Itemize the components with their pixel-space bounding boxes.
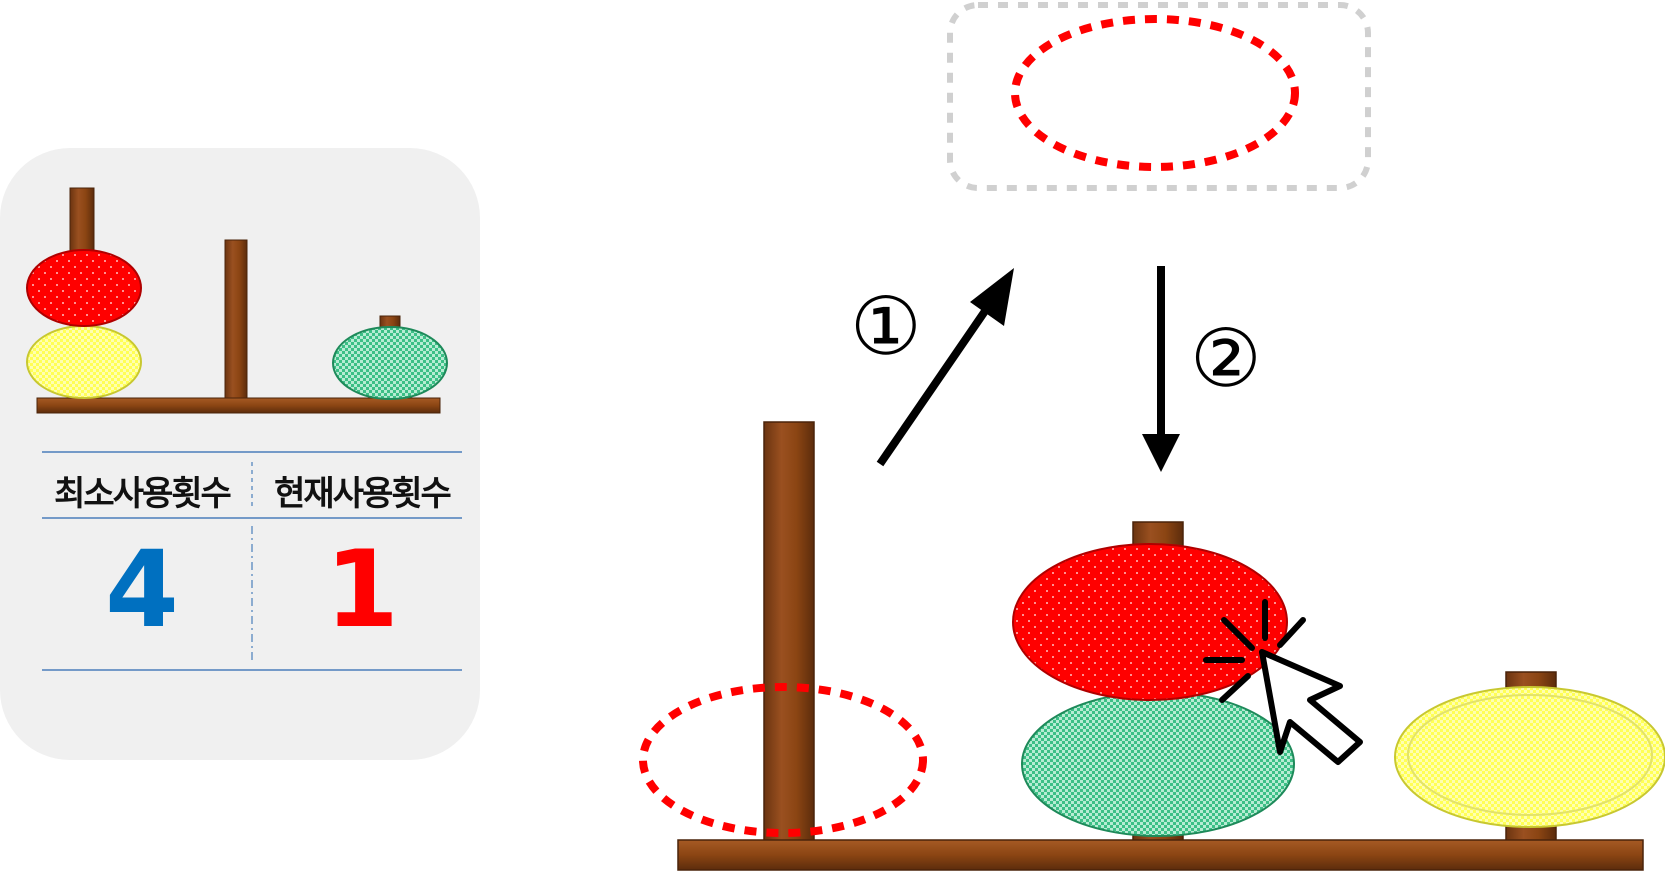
arrow-down-icon [1142, 266, 1180, 472]
peg-left [763, 421, 815, 843]
mini-disc-red [26, 249, 142, 327]
holding-target-outline [1011, 15, 1299, 171]
counter-table-lines [42, 451, 462, 671]
click-burst-icon [1203, 599, 1306, 703]
min-moves-label: 최소사용횟수 [54, 474, 232, 514]
mini-board [26, 187, 448, 414]
step-1-label: ① [850, 280, 922, 373]
mini-base [36, 397, 441, 414]
min-moves-value: 4 [105, 528, 179, 651]
disc-yellow[interactable] [1394, 686, 1665, 828]
mini-disc-green [332, 326, 448, 400]
arrow-up-right-icon [876, 268, 1014, 467]
mini-disc-yellow [26, 325, 142, 399]
disc-green[interactable] [1021, 691, 1295, 837]
target-drop-outline [639, 683, 927, 837]
main-base [677, 839, 1644, 871]
pointer-cursor-icon [1259, 649, 1363, 765]
current-moves-label: 현재사용횟수 [274, 474, 452, 514]
disc-yellow-rim [1407, 694, 1653, 816]
mini-peg-middle [224, 239, 248, 399]
holding-area [947, 2, 1371, 191]
main-board [677, 421, 1665, 871]
step-2-label: ② [1190, 312, 1262, 405]
current-moves-value: 1 [325, 528, 399, 651]
